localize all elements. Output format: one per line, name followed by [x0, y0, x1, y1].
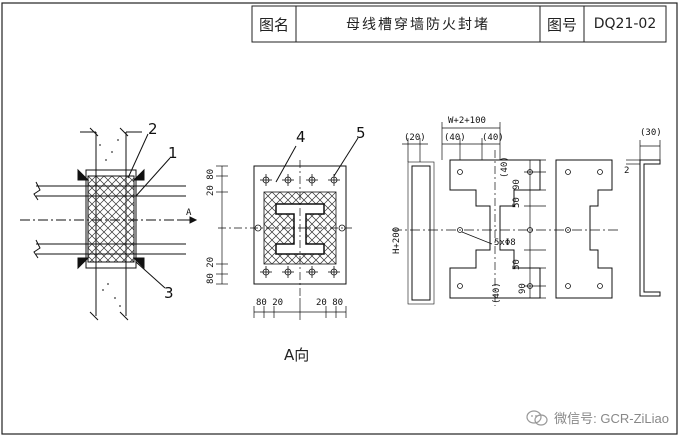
dim-plate-50-upper: 50 [512, 197, 522, 208]
dim-plate-90-lower: 90 [518, 283, 528, 294]
dim-front-left-bottom: 80 20 [206, 256, 216, 284]
title-name-label: 图名 [258, 15, 289, 34]
dim-front-bottom-left: 80 20 [256, 298, 284, 308]
wechat-icon [526, 409, 548, 426]
dim-plate-bottom-edge: (40) [492, 282, 502, 304]
callout-5: 5 [356, 124, 366, 142]
watermark: 微信号: GCR-ZiLiao [526, 408, 669, 427]
dim-side-height: H+200 [392, 226, 402, 254]
dim-plate-90-upper: 90 [512, 179, 522, 190]
dim-front-left-top: 20 80 [206, 168, 216, 196]
a-direction-view [216, 137, 359, 320]
watermark-text: 微信号: GCR-ZiLiao [554, 411, 669, 426]
title-number-label: 图号 [546, 15, 577, 34]
wall-section-view [20, 127, 198, 321]
dim-angle-width: (30) [640, 128, 662, 138]
title-block [251, 5, 667, 43]
dim-front-bottom-right: 20 80 [316, 298, 344, 308]
dim-plate-total-width: W+2+100 [448, 116, 486, 126]
dim-plate-right-offset: (40) [482, 133, 504, 143]
fire-seal-filling [87, 175, 135, 263]
section-marker: A [186, 208, 192, 218]
dim-side-strip-width: (20) [404, 133, 426, 143]
plate-detail-view [392, 122, 661, 306]
dim-plate-top-edge: (40) [500, 156, 510, 178]
view-caption: A向 [284, 346, 310, 364]
callout-1: 1 [168, 144, 178, 162]
dim-angle-thickness: 2 [624, 166, 630, 176]
callout-3: 3 [164, 284, 174, 302]
drawing-title: 母线槽穿墙防火封堵 [346, 17, 490, 33]
dim-plate-left-offset: (40) [444, 133, 466, 143]
hole-note: 5xΦ8 [494, 238, 516, 248]
dim-plate-50-lower: 50 [512, 259, 522, 270]
callout-4: 4 [296, 128, 306, 146]
callout-2: 2 [148, 120, 158, 138]
drawing-number: DQ21-02 [593, 16, 657, 32]
